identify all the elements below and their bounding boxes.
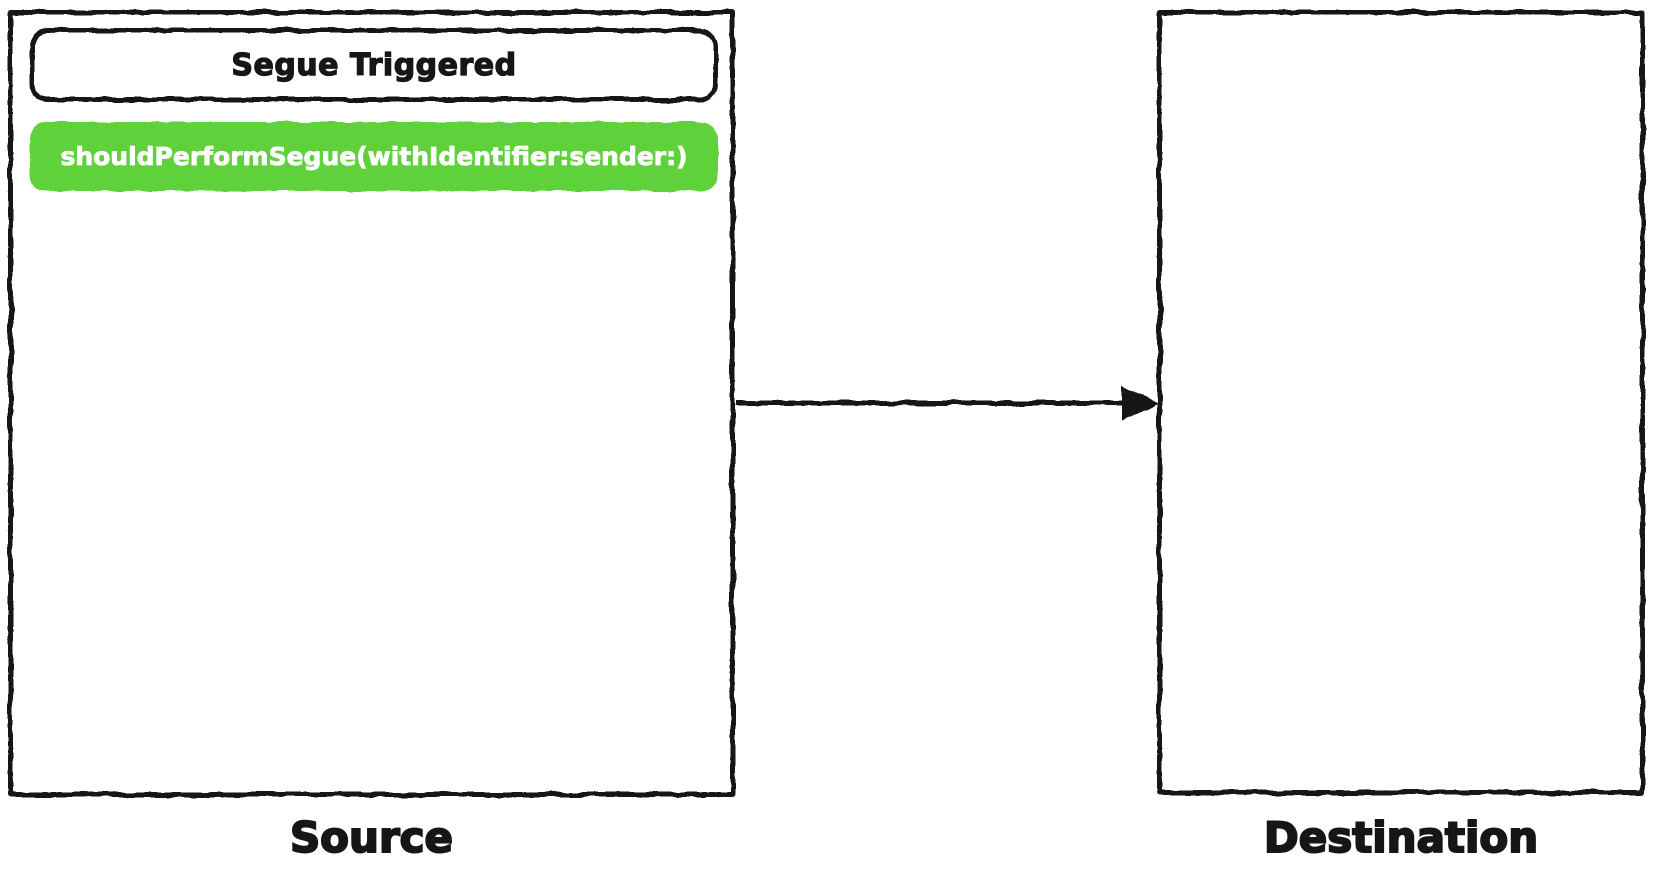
method-label: shouldPerformSegue(withIdentifier:sender… bbox=[60, 142, 688, 172]
segue-triggered-box bbox=[30, 28, 718, 102]
arrow-right-icon bbox=[735, 385, 1160, 421]
source-caption: Source bbox=[289, 812, 454, 863]
segue-triggered-label: Segue Triggered bbox=[231, 47, 517, 83]
source-panel-box bbox=[8, 10, 735, 797]
destination-panel-box bbox=[1157, 10, 1645, 795]
method-pill bbox=[30, 122, 718, 191]
destination-caption: Destination bbox=[1263, 812, 1539, 863]
